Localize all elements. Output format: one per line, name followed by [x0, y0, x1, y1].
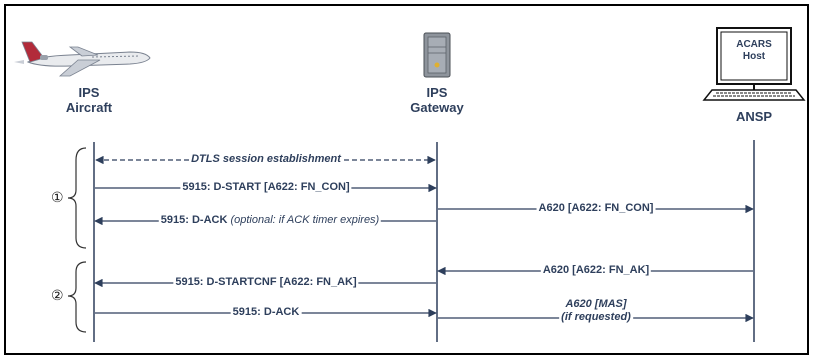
dstartcnf-label: 5915: D-STARTCNF [A622: FN_AK]	[173, 276, 359, 289]
a620-mas-note: (if requested)	[561, 311, 631, 323]
phase-1-brace	[67, 147, 87, 249]
server-icon	[423, 32, 451, 78]
acars-line: ACARS	[736, 39, 772, 50]
gateway-label: IPS Gateway	[377, 85, 497, 115]
computer-terminal-icon	[702, 27, 806, 101]
a620-mas-text: A620 [MAS]	[565, 298, 627, 310]
a620-ak-label: A620 [A622: FN_AK]	[540, 264, 652, 277]
host-line: Host	[742, 51, 766, 62]
a620-con-label: A620 [A622: FN_CON]	[536, 202, 656, 215]
dack1-label: 5915: D-ACK (optional: if ACK timer expi…	[158, 214, 382, 227]
dack1-main-text: 5915: D-ACK	[160, 214, 228, 226]
aircraft-label: IPS Aircraft	[29, 85, 149, 115]
dstart-label: 5915: D-START [A622: FN_CON]	[180, 181, 352, 194]
ansp-label: ANSP	[735, 109, 773, 124]
diagram-border	[4, 4, 809, 355]
aircraft-label-line1: IPS	[78, 85, 100, 100]
phase-2-marker: ②	[51, 287, 64, 303]
phase-1-marker: ①	[51, 189, 64, 205]
dack1-note-text: (optional: if ACK timer expires)	[230, 214, 380, 226]
a620-mas-label: A620 [MAS] (if requested)	[559, 298, 633, 324]
aircraft-label-line2: Aircraft	[65, 100, 113, 115]
airplane-icon	[14, 41, 151, 77]
dack2-label: 5915: D-ACK	[230, 306, 302, 319]
dtls-label: DTLS session establishment	[189, 153, 343, 166]
gateway-label-line1: IPS	[426, 85, 448, 100]
phase-2-brace	[67, 261, 87, 333]
gateway-label-line2: Gateway	[410, 100, 464, 115]
dtls-text: DTLS session establishment	[191, 153, 341, 165]
acars-host-screen-text: ACARS Host	[719, 39, 789, 63]
